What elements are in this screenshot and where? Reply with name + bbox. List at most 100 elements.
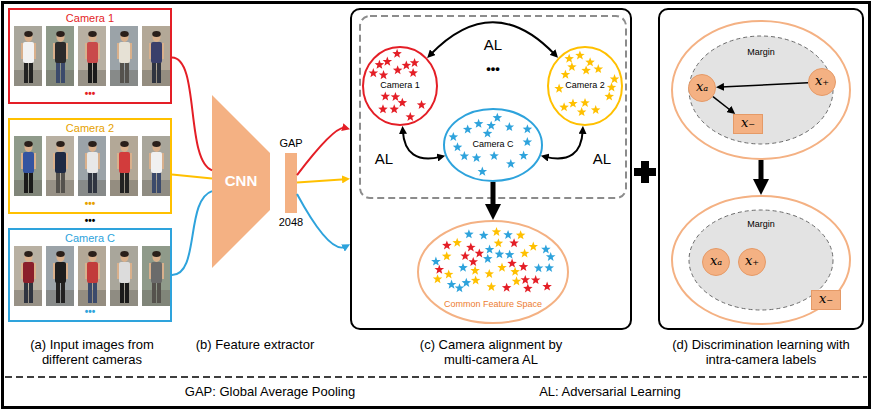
anchor-sample: xₐ (702, 248, 730, 276)
feature-star (492, 227, 502, 236)
feature-star (519, 151, 529, 160)
person-photo (110, 246, 138, 306)
person-photo (110, 136, 138, 196)
person-leg (93, 62, 97, 83)
person-head (121, 252, 129, 262)
feature-star (505, 250, 515, 259)
negative-sample: x₋ (811, 290, 841, 310)
person-leg (152, 172, 156, 193)
person-torso (119, 262, 130, 283)
alignment-panel: (c) Camera alignment by multi-camera ALC… (350, 8, 632, 330)
feature-star (580, 98, 590, 107)
camera-box-text-holder: Camera C (10, 232, 170, 245)
feature-star (378, 104, 388, 113)
photo-background (46, 136, 74, 196)
camera-cluster-text-holder: Camera C (443, 139, 543, 149)
anchor-sample-text-holder: xₐ (688, 80, 716, 95)
person-hair (120, 31, 129, 37)
gap-bar-text-holder: GAP (269, 137, 313, 150)
feature-star (383, 57, 393, 66)
feature-star (381, 91, 391, 100)
sample-circle (809, 69, 836, 96)
feature-star (379, 70, 389, 79)
panel-caption-holder: (b) Feature extractor (175, 338, 335, 353)
edge-label: AL (359, 150, 409, 167)
margin-circle-text: Margin (671, 219, 851, 229)
feature-star (452, 238, 462, 247)
feature-star (393, 65, 403, 74)
feature-star (470, 266, 480, 275)
person-leg (93, 282, 97, 303)
feature-star (581, 66, 591, 75)
feature-star (472, 153, 482, 162)
feature-star (591, 105, 601, 114)
feature-star (534, 263, 544, 272)
negative-sample: x₋ (733, 114, 763, 134)
anchor-sample-text: xₐ (688, 80, 716, 95)
panel-caption-holder: (a) Input images from different cameras (17, 338, 167, 368)
person-leg (157, 62, 161, 83)
feature-star (460, 151, 470, 160)
camera-cluster: Camera C (443, 108, 543, 182)
feature-star (464, 229, 474, 238)
feature-star (455, 283, 465, 292)
person-photos (14, 26, 170, 306)
connector (431, 22, 555, 54)
feature-star (435, 265, 445, 274)
photo-background (142, 136, 170, 196)
connector (546, 131, 583, 159)
person-head (57, 32, 65, 42)
negative-sample-text: x₋ (812, 292, 840, 307)
person-head (153, 142, 161, 152)
common-feature-space: Common Feature Space (417, 220, 569, 324)
person-head (121, 142, 129, 152)
person-torso (87, 42, 98, 63)
person-photo (46, 136, 74, 196)
feature-star (497, 263, 507, 272)
discrimination-panel-text: (d) Discrimination learning with intra-c… (666, 338, 856, 368)
ellipsis-mark: ••• (463, 62, 523, 77)
person-hair (88, 251, 97, 257)
person-leg (120, 172, 124, 193)
feature-star (471, 275, 481, 284)
feature-star (506, 159, 516, 168)
person-photo (46, 26, 74, 86)
feature-star (483, 254, 493, 263)
outer-ellipse (672, 196, 850, 324)
connector (759, 160, 764, 185)
feature-star (486, 121, 496, 130)
feature-star (442, 251, 452, 260)
feature-star (462, 278, 472, 287)
feature-star (507, 259, 517, 268)
feature-star (554, 84, 564, 93)
camera-cluster: Camera 1 (362, 46, 438, 126)
camera-box-text: ••• (10, 88, 170, 100)
negative-sample-text-holder: x₋ (812, 292, 840, 307)
abbreviation-note-holder: AL: Adversarial Learning (460, 385, 760, 400)
camera-box-text: Camera C (10, 232, 170, 245)
ellipsis-mark-holder: ••• (60, 215, 120, 227)
negative-sample-text: x₋ (734, 116, 762, 131)
feature-star (479, 231, 489, 240)
photo-background (14, 246, 42, 306)
person-head (57, 252, 65, 262)
anchor-sample-text: xₐ (702, 254, 730, 269)
trapezoid-shape (212, 95, 270, 268)
person-leg (24, 282, 28, 303)
cluster-ellipse (418, 221, 568, 323)
feature-star (485, 269, 495, 278)
margin-circle-text-holder: Margin (671, 219, 851, 229)
abbreviation-note-holder: GAP: Global Average Pooling (120, 385, 420, 400)
feature-star (494, 238, 504, 247)
feature-star (369, 68, 379, 77)
anchor-sample: xₐ (688, 74, 716, 102)
person-leg (157, 172, 161, 193)
person-leg (24, 172, 28, 193)
person-leg (56, 282, 60, 303)
feature-star (559, 102, 569, 111)
person-torso (23, 152, 34, 173)
feature-star (520, 249, 530, 258)
camera-box-text-holder: Camera 1 (10, 12, 170, 25)
cnn-trapezoid-text-holder: CNN (212, 172, 270, 189)
feature-star (469, 257, 479, 266)
